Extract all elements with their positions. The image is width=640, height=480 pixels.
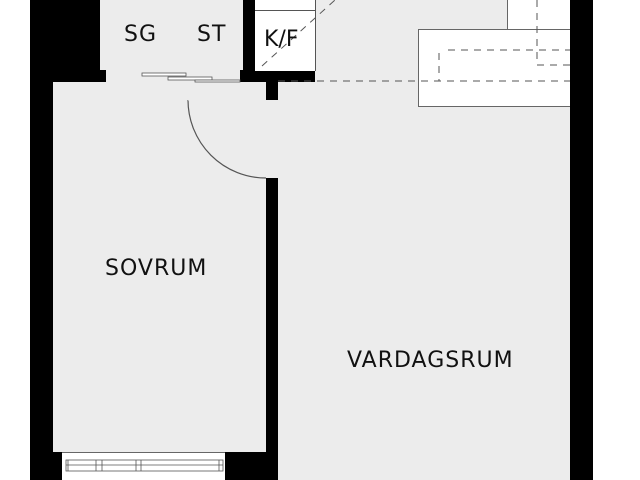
room-label-sovrum: SOVRUM xyxy=(105,256,208,281)
room-label-vardagsrum: VARDAGSRUM xyxy=(347,348,514,373)
room-label-kf: K/F xyxy=(264,27,299,52)
kf-bottom-wall xyxy=(240,70,315,82)
top-left-wall-step xyxy=(30,70,106,82)
closet-kf-divider-wall xyxy=(243,0,255,82)
bedroom-floor xyxy=(53,70,266,455)
bottom-left-wall-block xyxy=(30,452,62,480)
right-outer-wall xyxy=(570,0,593,480)
sliding-door-3 xyxy=(194,79,241,83)
sliding-door-2 xyxy=(167,76,213,81)
bottom-right-wall-block xyxy=(225,452,278,480)
window-frame xyxy=(65,459,224,472)
kf-fixture xyxy=(255,10,316,71)
kf-top-strip xyxy=(255,0,316,10)
room-label-st: ST xyxy=(197,22,227,47)
room-label-sg: SG xyxy=(124,22,158,47)
sliding-door-1 xyxy=(141,72,187,77)
door-jamb-upper xyxy=(266,82,278,100)
bedroom-living-divider-wall xyxy=(266,178,278,480)
top-left-wall-block xyxy=(30,0,100,82)
kitchen-cabinet-top xyxy=(507,0,570,30)
kitchen-counter xyxy=(418,29,570,107)
closet-floor xyxy=(100,0,243,72)
left-outer-wall xyxy=(30,0,53,480)
door-swing-arc xyxy=(187,99,267,179)
bedroom-window xyxy=(62,452,225,480)
kf-diagonal-dash xyxy=(261,0,336,67)
